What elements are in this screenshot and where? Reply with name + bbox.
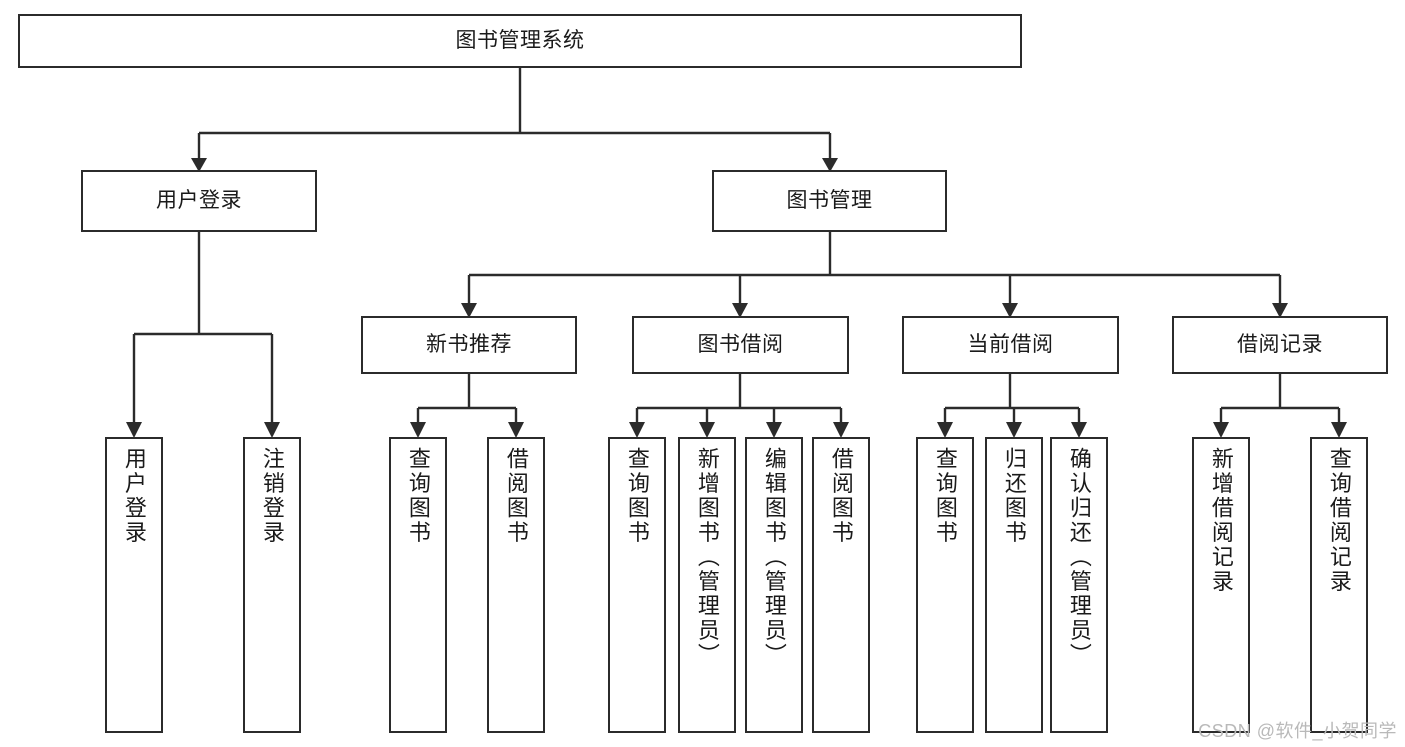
node-leaf-query-book-1[interactable]: 查询图书: [389, 437, 447, 733]
node-leaf-add-record-label: 新增借阅记录: [1208, 447, 1234, 594]
node-leaf-logout[interactable]: 注销登录: [243, 437, 301, 733]
arrowhead-leaf-query-book-1: [410, 422, 426, 438]
arrowhead-leaf-add-book: [699, 422, 715, 438]
node-leaf-confirm-return[interactable]: 确认归还（管理员）: [1050, 437, 1108, 733]
arrowhead-leaf-query-book-3: [937, 422, 953, 438]
node-user-login[interactable]: 用户登录: [81, 170, 317, 232]
arrowhead-leaf-borrow-book-2: [833, 422, 849, 438]
node-current-borrow-label: 当前借阅: [967, 332, 1054, 356]
node-book-borrow-label: 图书借阅: [697, 332, 784, 356]
node-leaf-query-record-label: 查询借阅记录: [1326, 447, 1352, 594]
node-leaf-query-book-3[interactable]: 查询图书: [916, 437, 974, 733]
node-leaf-edit-book[interactable]: 编辑图书（管理员）: [745, 437, 803, 733]
node-leaf-return-book[interactable]: 归还图书: [985, 437, 1043, 733]
node-leaf-user-login[interactable]: 用户登录: [105, 437, 163, 733]
node-borrow-record-label: 借阅记录: [1237, 332, 1323, 356]
node-book-management[interactable]: 图书管理: [712, 170, 947, 232]
arrowhead-leaf-edit-book: [766, 422, 782, 438]
node-leaf-query-book-2-label: 查询图书: [624, 447, 650, 545]
node-book-management-label: 图书管理: [786, 188, 873, 212]
node-leaf-return-book-label: 归还图书: [1001, 447, 1027, 545]
node-root-label: 图书管理系统: [455, 28, 585, 52]
node-leaf-query-book-2[interactable]: 查询图书: [608, 437, 666, 733]
node-leaf-add-record[interactable]: 新增借阅记录: [1192, 437, 1250, 733]
node-leaf-user-login-label: 用户登录: [121, 447, 147, 545]
node-leaf-edit-book-label: 编辑图书（管理员）: [761, 447, 787, 668]
node-leaf-query-book-3-label: 查询图书: [932, 447, 958, 545]
watermark-text: CSDN @软件_小贺同学: [1198, 721, 1397, 741]
arrowhead-leaf-query-book-2: [629, 422, 645, 438]
node-book-borrow[interactable]: 图书借阅: [632, 316, 849, 374]
node-leaf-borrow-book-1[interactable]: 借阅图书: [487, 437, 545, 733]
arrowhead-leaf-user-login: [126, 422, 142, 438]
arrowhead-leaf-confirm-return: [1071, 422, 1087, 438]
arrowhead-leaf-add-record: [1213, 422, 1229, 438]
node-current-borrow[interactable]: 当前借阅: [902, 316, 1119, 374]
arrowhead-leaf-return-book: [1006, 422, 1022, 438]
node-new-book-recommend[interactable]: 新书推荐: [361, 316, 577, 374]
node-leaf-borrow-book-1-label: 借阅图书: [503, 447, 529, 545]
node-root[interactable]: 图书管理系统: [18, 14, 1022, 68]
arrowhead-leaf-logout: [264, 422, 280, 438]
node-leaf-query-record[interactable]: 查询借阅记录: [1310, 437, 1368, 733]
node-borrow-record[interactable]: 借阅记录: [1172, 316, 1388, 374]
node-leaf-logout-label: 注销登录: [259, 447, 285, 545]
arrowhead-leaf-borrow-book-1: [508, 422, 524, 438]
node-leaf-query-book-1-label: 查询图书: [405, 447, 431, 545]
arrowhead-leaf-query-record: [1331, 422, 1347, 438]
node-leaf-add-book-label: 新增图书（管理员）: [694, 447, 720, 668]
node-new-book-recommend-label: 新书推荐: [426, 332, 512, 356]
node-user-login-label: 用户登录: [156, 188, 242, 212]
node-leaf-borrow-book-2-label: 借阅图书: [828, 447, 854, 545]
node-leaf-borrow-book-2[interactable]: 借阅图书: [812, 437, 870, 733]
node-leaf-confirm-return-label: 确认归还（管理员）: [1066, 447, 1092, 668]
node-leaf-add-book[interactable]: 新增图书（管理员）: [678, 437, 736, 733]
